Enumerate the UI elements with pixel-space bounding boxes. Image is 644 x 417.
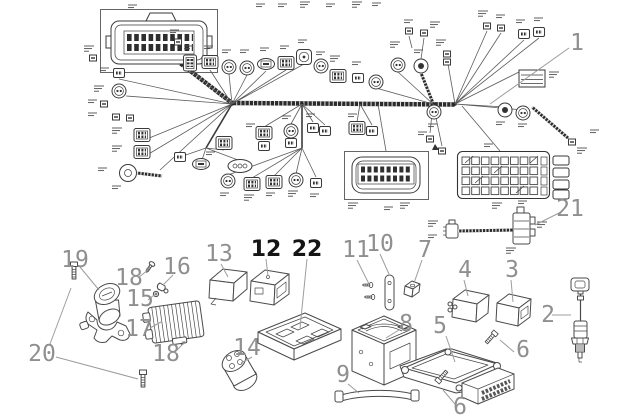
callout-13: 13 — [205, 241, 233, 267]
callout-18a: 18 — [115, 265, 143, 291]
label-mark — [127, 4, 138, 9]
callout-22: 22 — [292, 237, 323, 262]
callout-14: 14 — [233, 335, 261, 361]
direction-arrow — [432, 144, 439, 150]
part-bracket — [384, 274, 395, 311]
callout-15: 15 — [126, 286, 154, 312]
part-starter-relay — [221, 350, 258, 391]
callout-16: 16 — [163, 254, 191, 280]
part-relay — [447, 289, 490, 323]
callout-9: 9 — [336, 362, 350, 388]
part-relay — [208, 268, 248, 306]
callout-numbers: 1 2 3 4 5 6 6 7 8 9 10 11 12 13 14 15 16… — [28, 30, 584, 417]
part-clamp — [156, 282, 169, 294]
part-screw — [364, 294, 376, 300]
callout-11: 11 — [342, 237, 370, 263]
callout-4: 4 — [458, 257, 472, 283]
part-bolt — [483, 329, 499, 346]
part-oxygen-sensor — [570, 277, 590, 363]
wiring-harness-diagram — [83, 1, 600, 254]
part-screw — [362, 282, 374, 288]
bottom-row-connectors — [219, 172, 323, 201]
callout-5: 5 — [433, 313, 447, 339]
callout-10: 10 — [366, 231, 394, 257]
callout-17: 17 — [125, 316, 153, 342]
part-relay — [249, 269, 290, 306]
callout-6b: 6 — [453, 394, 467, 417]
callout-3: 3 — [505, 257, 519, 283]
callout-leaders — [49, 47, 571, 405]
part-rubber-mount — [403, 280, 421, 298]
junction-connector-box — [344, 151, 429, 211]
right-connectors — [245, 10, 600, 155]
ecu-connector-box — [100, 4, 218, 73]
callout-6a: 6 — [516, 337, 530, 363]
part-ignition-switch — [79, 282, 131, 343]
part-bolt — [139, 369, 147, 388]
left-connectors — [83, 45, 253, 190]
fuse-box — [456, 143, 570, 209]
part-battery-tray — [257, 312, 342, 361]
callout-20: 20 — [28, 341, 56, 367]
callout-12: 12 — [251, 237, 282, 262]
callout-19: 19 — [61, 247, 89, 273]
sub-harness — [427, 200, 548, 254]
parts-section — [70, 260, 590, 405]
part-relay — [495, 293, 532, 327]
callout-18b: 18 — [152, 341, 180, 367]
callout-2: 2 — [541, 302, 555, 328]
callout-21: 21 — [556, 196, 584, 222]
callout-8: 8 — [399, 311, 413, 337]
part-nut — [152, 290, 160, 298]
callout-1: 1 — [570, 30, 584, 56]
callout-7: 7 — [418, 237, 432, 263]
part-battery-strap — [334, 389, 420, 403]
